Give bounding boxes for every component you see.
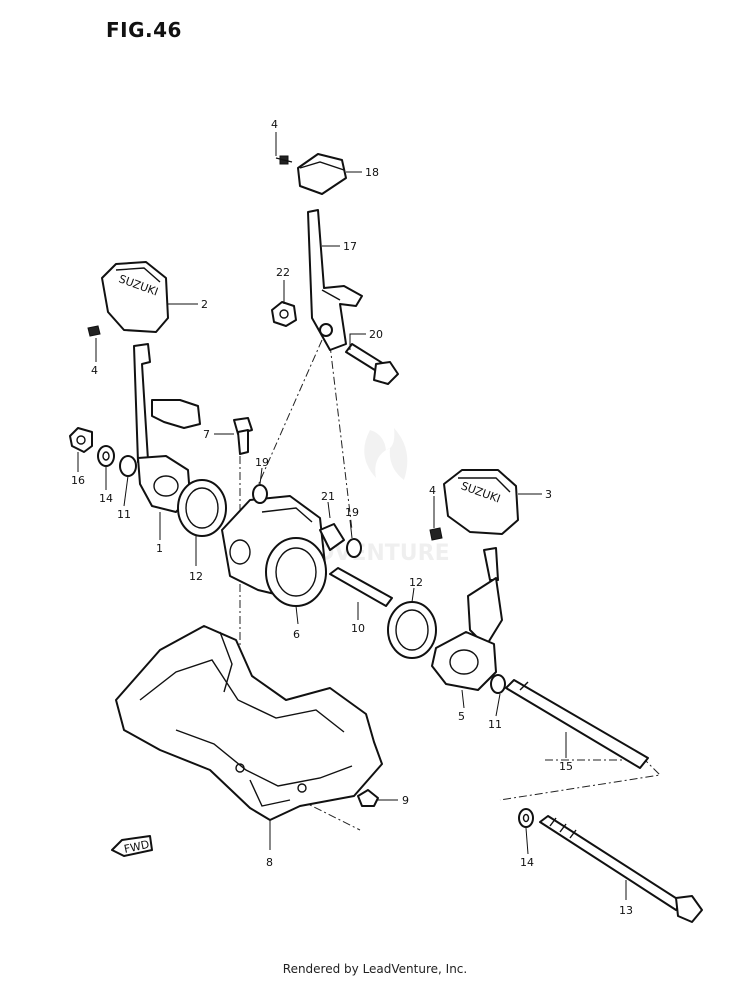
callout-12-left: 12 bbox=[189, 570, 203, 583]
base-frame-8 bbox=[115, 625, 383, 821]
bolt-13 bbox=[539, 815, 703, 923]
washer-14-right bbox=[518, 808, 534, 828]
callout-3: 3 bbox=[545, 488, 552, 501]
callout-18: 18 bbox=[365, 166, 379, 179]
nut-16 bbox=[69, 427, 93, 453]
callout-12-right: 12 bbox=[409, 576, 423, 589]
clutch-knob-cover: SUZUKI bbox=[101, 261, 169, 333]
ring-11-right bbox=[490, 674, 506, 694]
callout-15: 15 bbox=[559, 760, 573, 773]
shaft-15 bbox=[505, 679, 649, 769]
callout-14-left: 14 bbox=[99, 492, 113, 505]
callout-19-right: 19 bbox=[345, 506, 359, 519]
callout-21: 21 bbox=[321, 490, 335, 503]
callout-14-right: 14 bbox=[520, 856, 534, 869]
figure-title: FIG.46 bbox=[106, 18, 182, 42]
shift-lever bbox=[307, 209, 363, 351]
callout-1: 1 bbox=[156, 542, 163, 555]
shift-knob-cover bbox=[275, 153, 347, 195]
callout-4-left: 4 bbox=[91, 364, 98, 377]
seal-12-right bbox=[387, 601, 437, 659]
washer-14-left bbox=[97, 445, 115, 467]
brake-knob-cover: SUZUKI bbox=[443, 469, 519, 535]
callout-13: 13 bbox=[619, 904, 633, 917]
bushing-21 bbox=[319, 523, 345, 551]
lever-5 bbox=[431, 547, 503, 691]
callout-4-right: 4 bbox=[429, 484, 436, 497]
callout-4-top: 4 bbox=[271, 118, 278, 131]
callout-17: 17 bbox=[343, 240, 357, 253]
bolt-9 bbox=[357, 789, 379, 807]
shaft-10 bbox=[329, 567, 393, 607]
callout-22: 22 bbox=[276, 266, 290, 279]
leader-lines bbox=[77, 132, 627, 900]
lever-bracket-6 bbox=[221, 495, 327, 607]
seal-12-left bbox=[177, 479, 227, 537]
fwd-arrow: FWD bbox=[111, 835, 153, 857]
lever-1 bbox=[133, 343, 201, 513]
bolt-7 bbox=[233, 417, 253, 455]
ring-11-left bbox=[119, 455, 137, 477]
screw-4-left bbox=[87, 325, 101, 337]
callout-10: 10 bbox=[351, 622, 365, 635]
nut-22 bbox=[271, 301, 297, 327]
callout-9: 9 bbox=[402, 794, 409, 807]
callout-19-upper: 19 bbox=[255, 456, 269, 469]
callout-20: 20 bbox=[369, 328, 383, 341]
callout-7: 7 bbox=[203, 428, 210, 441]
callout-8: 8 bbox=[266, 856, 273, 869]
callout-11-right: 11 bbox=[488, 718, 502, 731]
callout-5: 5 bbox=[458, 710, 465, 723]
callout-11-left: 11 bbox=[117, 508, 131, 521]
fwd-label: FWD bbox=[123, 838, 151, 856]
callout-6: 6 bbox=[293, 628, 300, 641]
ring-19-right bbox=[346, 538, 362, 558]
callout-labels: 4 18 17 22 2 20 4 7 16 14 11 19 21 19 4 … bbox=[71, 118, 633, 917]
ring-19-upper bbox=[252, 484, 268, 504]
callout-2: 2 bbox=[201, 298, 208, 311]
footer-credit: Rendered by LeadVenture, Inc. bbox=[282, 962, 468, 976]
callout-16: 16 bbox=[71, 474, 85, 487]
bolt-20 bbox=[345, 343, 399, 385]
screw-4-right bbox=[429, 527, 443, 541]
